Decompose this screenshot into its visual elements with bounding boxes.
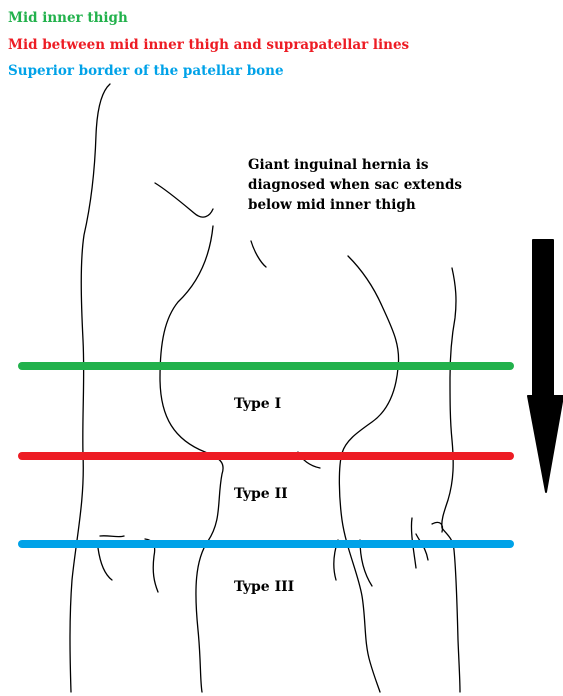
note-line-2: diagnosed when sac extends bbox=[248, 175, 548, 195]
diagnosis-note: Giant inguinal hernia is diagnosed when … bbox=[248, 155, 548, 215]
left-thigh-outer-contour bbox=[70, 84, 110, 692]
type-3-label: Type III bbox=[234, 579, 294, 595]
legend-mid-inner-thigh: Mid inner thigh bbox=[8, 9, 128, 28]
right-thigh-inner-contour bbox=[339, 256, 398, 692]
legend-midpoint: Mid between mid inner thigh and suprapat… bbox=[8, 36, 409, 55]
type-1-label: Type I bbox=[234, 396, 281, 412]
type-2-label: Type II bbox=[234, 486, 288, 502]
note-line-3: below mid inner thigh bbox=[248, 195, 548, 215]
left-knee-inner bbox=[98, 548, 112, 580]
down-arrow-icon bbox=[528, 240, 563, 492]
legend-superior-patellar-border: Superior border of the patellar bone bbox=[8, 62, 284, 81]
groin-stroke bbox=[251, 241, 266, 267]
left-thigh-inner-contour bbox=[155, 183, 223, 692]
right-thigh-outer-contour bbox=[442, 268, 460, 692]
note-line-1: Giant inguinal hernia is bbox=[248, 155, 548, 175]
center-knee-contour bbox=[298, 452, 372, 586]
